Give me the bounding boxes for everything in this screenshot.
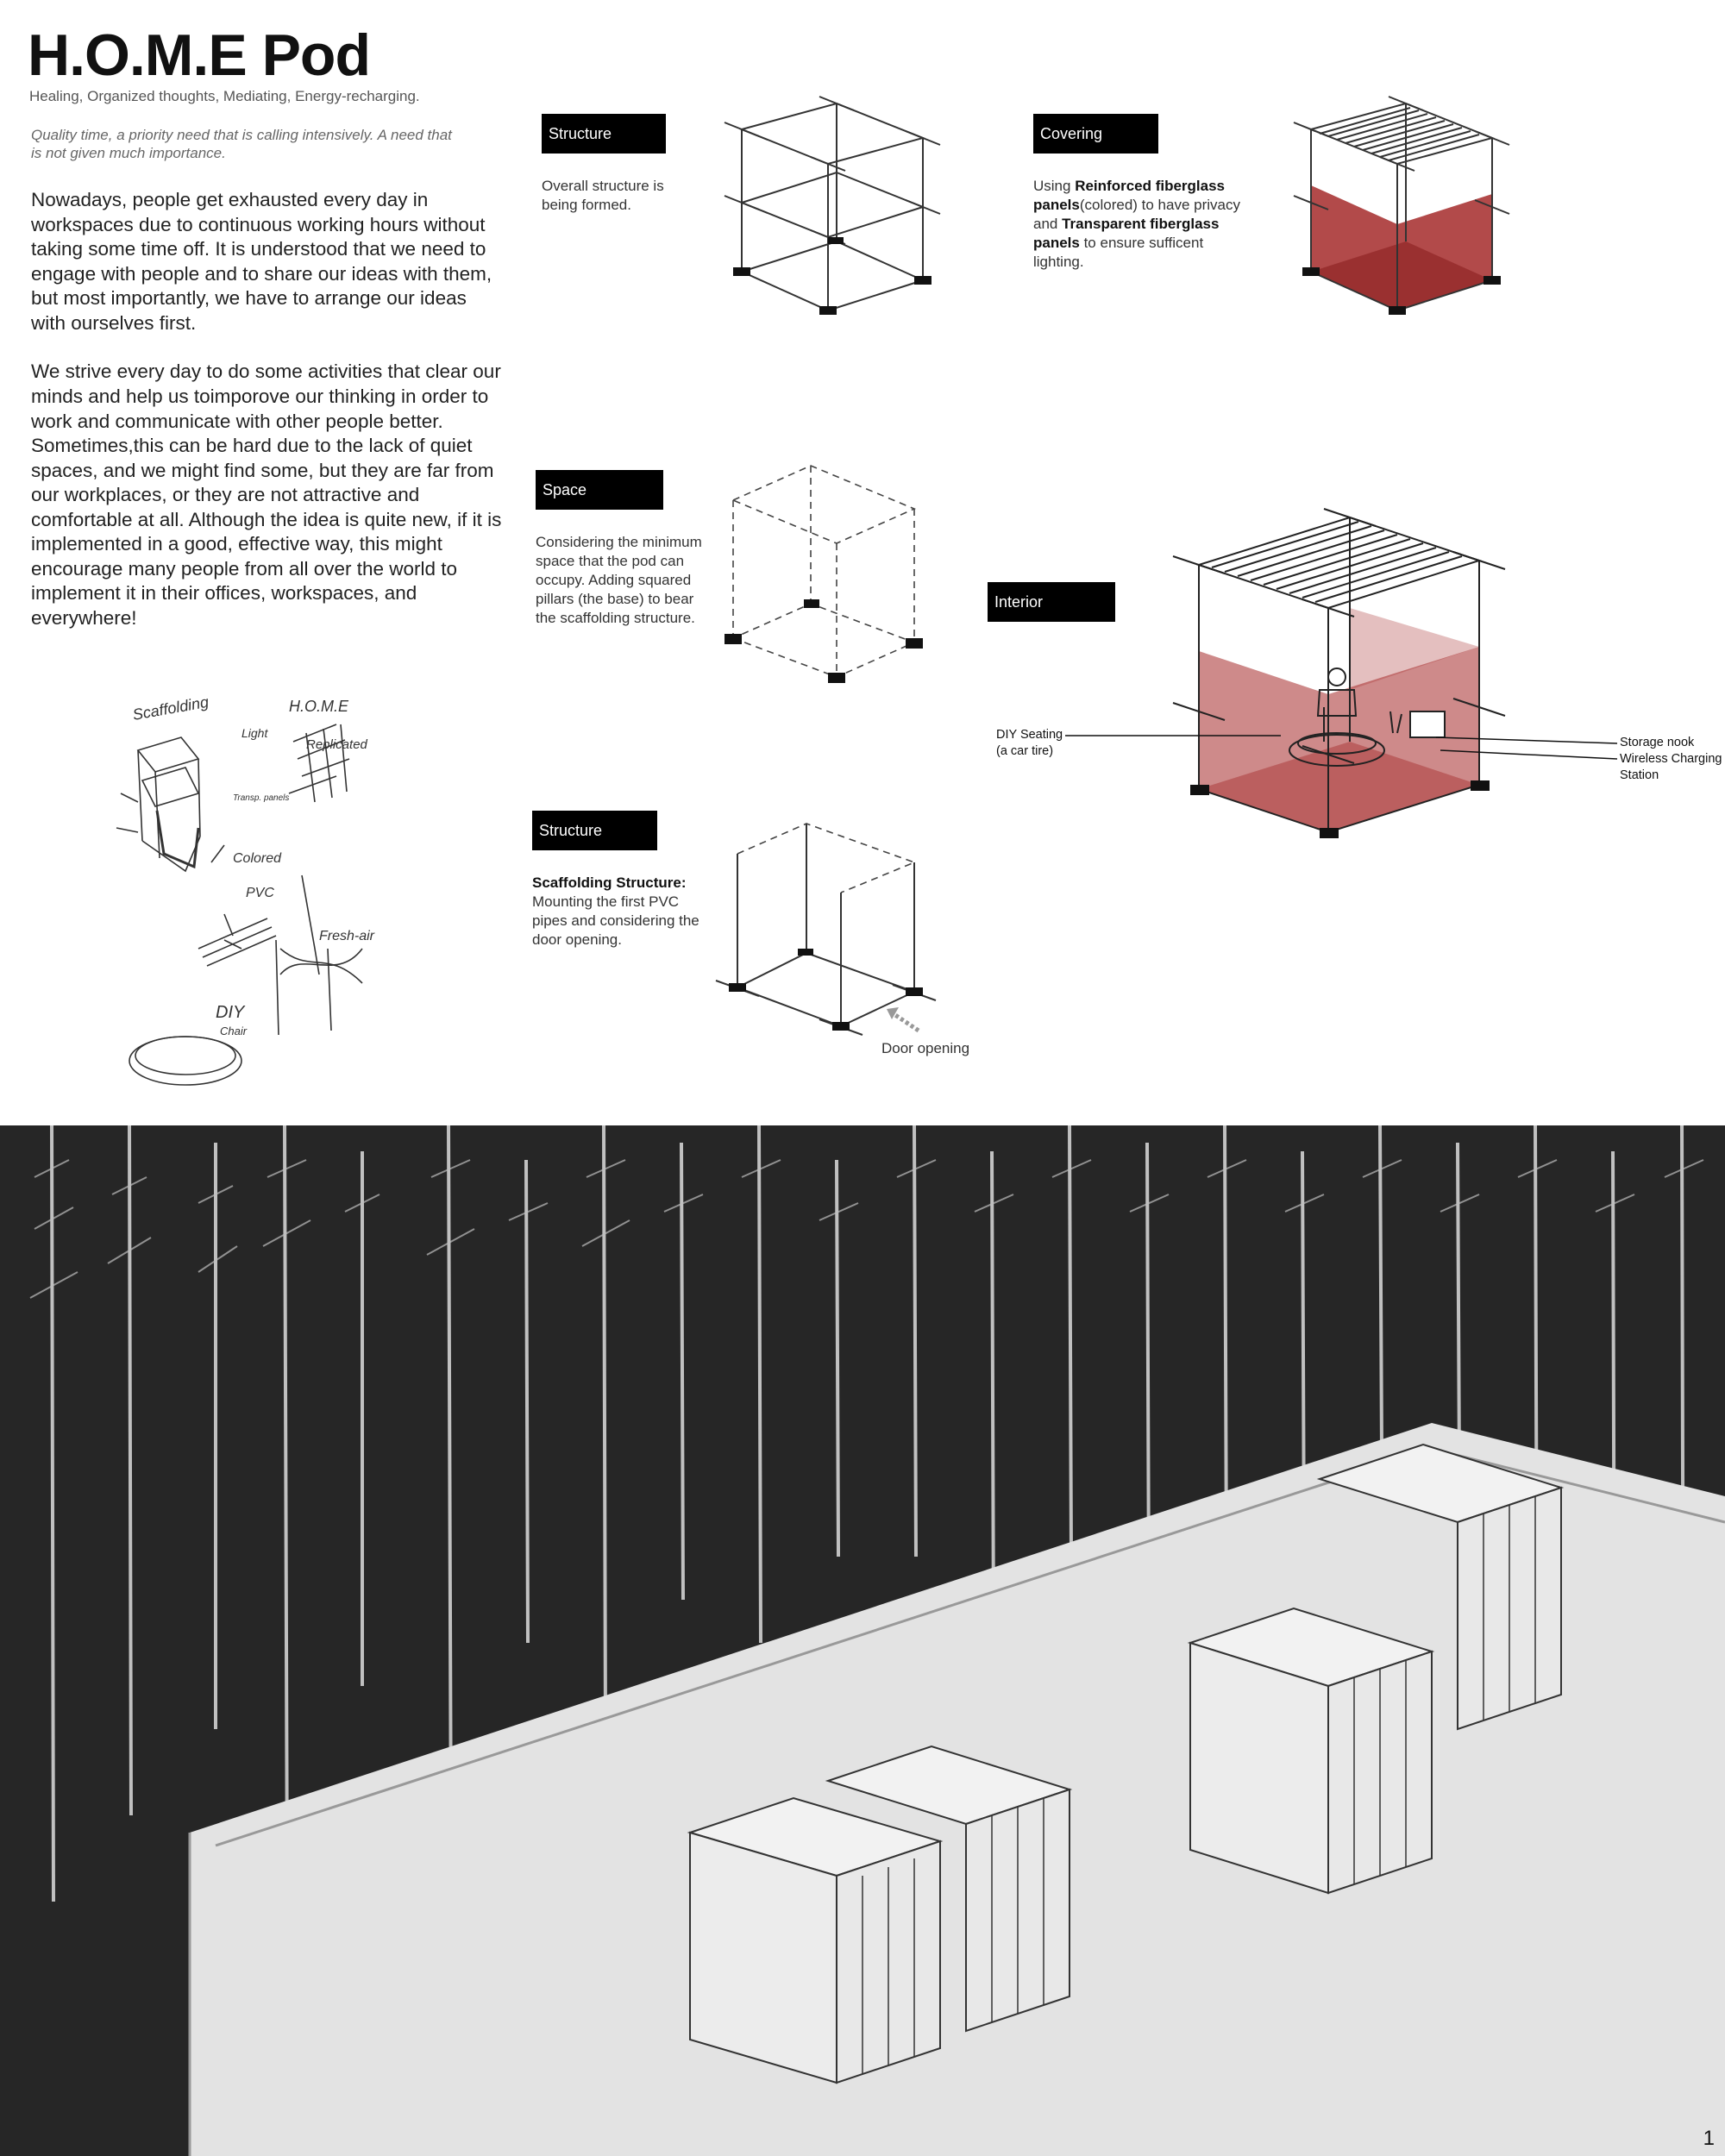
sketch-label-diy: DIY <box>216 1003 246 1022</box>
sketch-label-fresh-air: Fresh-air <box>319 929 375 943</box>
desc-structure: Scaffolding Structure: Mounting the firs… <box>532 874 699 949</box>
intro-quote: Quality time, a priority need that is ca… <box>31 127 452 162</box>
sketch-label-transp: Transp. panels <box>233 793 289 803</box>
label-interior-components: Interior Components <box>988 582 1115 650</box>
interior-components-diagram <box>1172 508 1506 838</box>
structure-diagram <box>715 823 937 1036</box>
structure-forming-diagram <box>724 96 941 315</box>
interior-callout-lines <box>1065 735 1618 760</box>
desc-space-dimensions: Considering the minimum space that the p… <box>536 534 702 627</box>
desc-structure-forming: Overall structure is being formed. <box>542 178 664 214</box>
sketch-label-pvc: PVC <box>246 886 274 900</box>
space-dimensions-diagram <box>724 465 923 683</box>
label-structure: Structure <box>532 811 657 850</box>
page-subtitle: Healing, Organized thoughts, Mediating, … <box>29 88 420 104</box>
door-opening-label: Door opening <box>881 1040 970 1056</box>
intro-text: Nowadays, people get exhausted every day… <box>31 188 505 655</box>
label-structure-forming: Structure Forming <box>542 114 666 182</box>
forest-render <box>0 1125 1725 2156</box>
page-title: H.O.M.E Pod <box>28 22 371 88</box>
desc-covering: Using Reinforced fiberglass panels(color… <box>1033 178 1240 271</box>
sketch-label-chair: Chair <box>220 1025 248 1037</box>
sketch-label-light: Light <box>242 726 268 740</box>
label-covering: Covering <box>1033 114 1158 154</box>
intro-paragraph-1: Nowadays, people get exhausted every day… <box>31 189 492 334</box>
sketch-label-home: H.O.M.E <box>289 698 349 715</box>
intro-paragraph-2: We strive every day to do some activitie… <box>31 360 502 629</box>
forest-pods-illustration <box>29 1125 1725 2156</box>
callout-diy-seating: DIY Seating (a car tire) <box>996 728 1063 758</box>
sketch-label-replicated: Replicated <box>306 737 368 752</box>
covering-diagram <box>1293 96 1510 315</box>
page-number: 1 <box>1703 2127 1715 2150</box>
concept-sketch: Scaffolding H.O.M.E Light Replicated Tra… <box>116 693 375 1086</box>
callout-storage-charging: Storage nook Wireless Charging Station <box>1620 736 1722 782</box>
label-space-dimensions: Space Dimensions <box>536 470 663 538</box>
sketch-label-colored: Colored <box>233 851 282 866</box>
